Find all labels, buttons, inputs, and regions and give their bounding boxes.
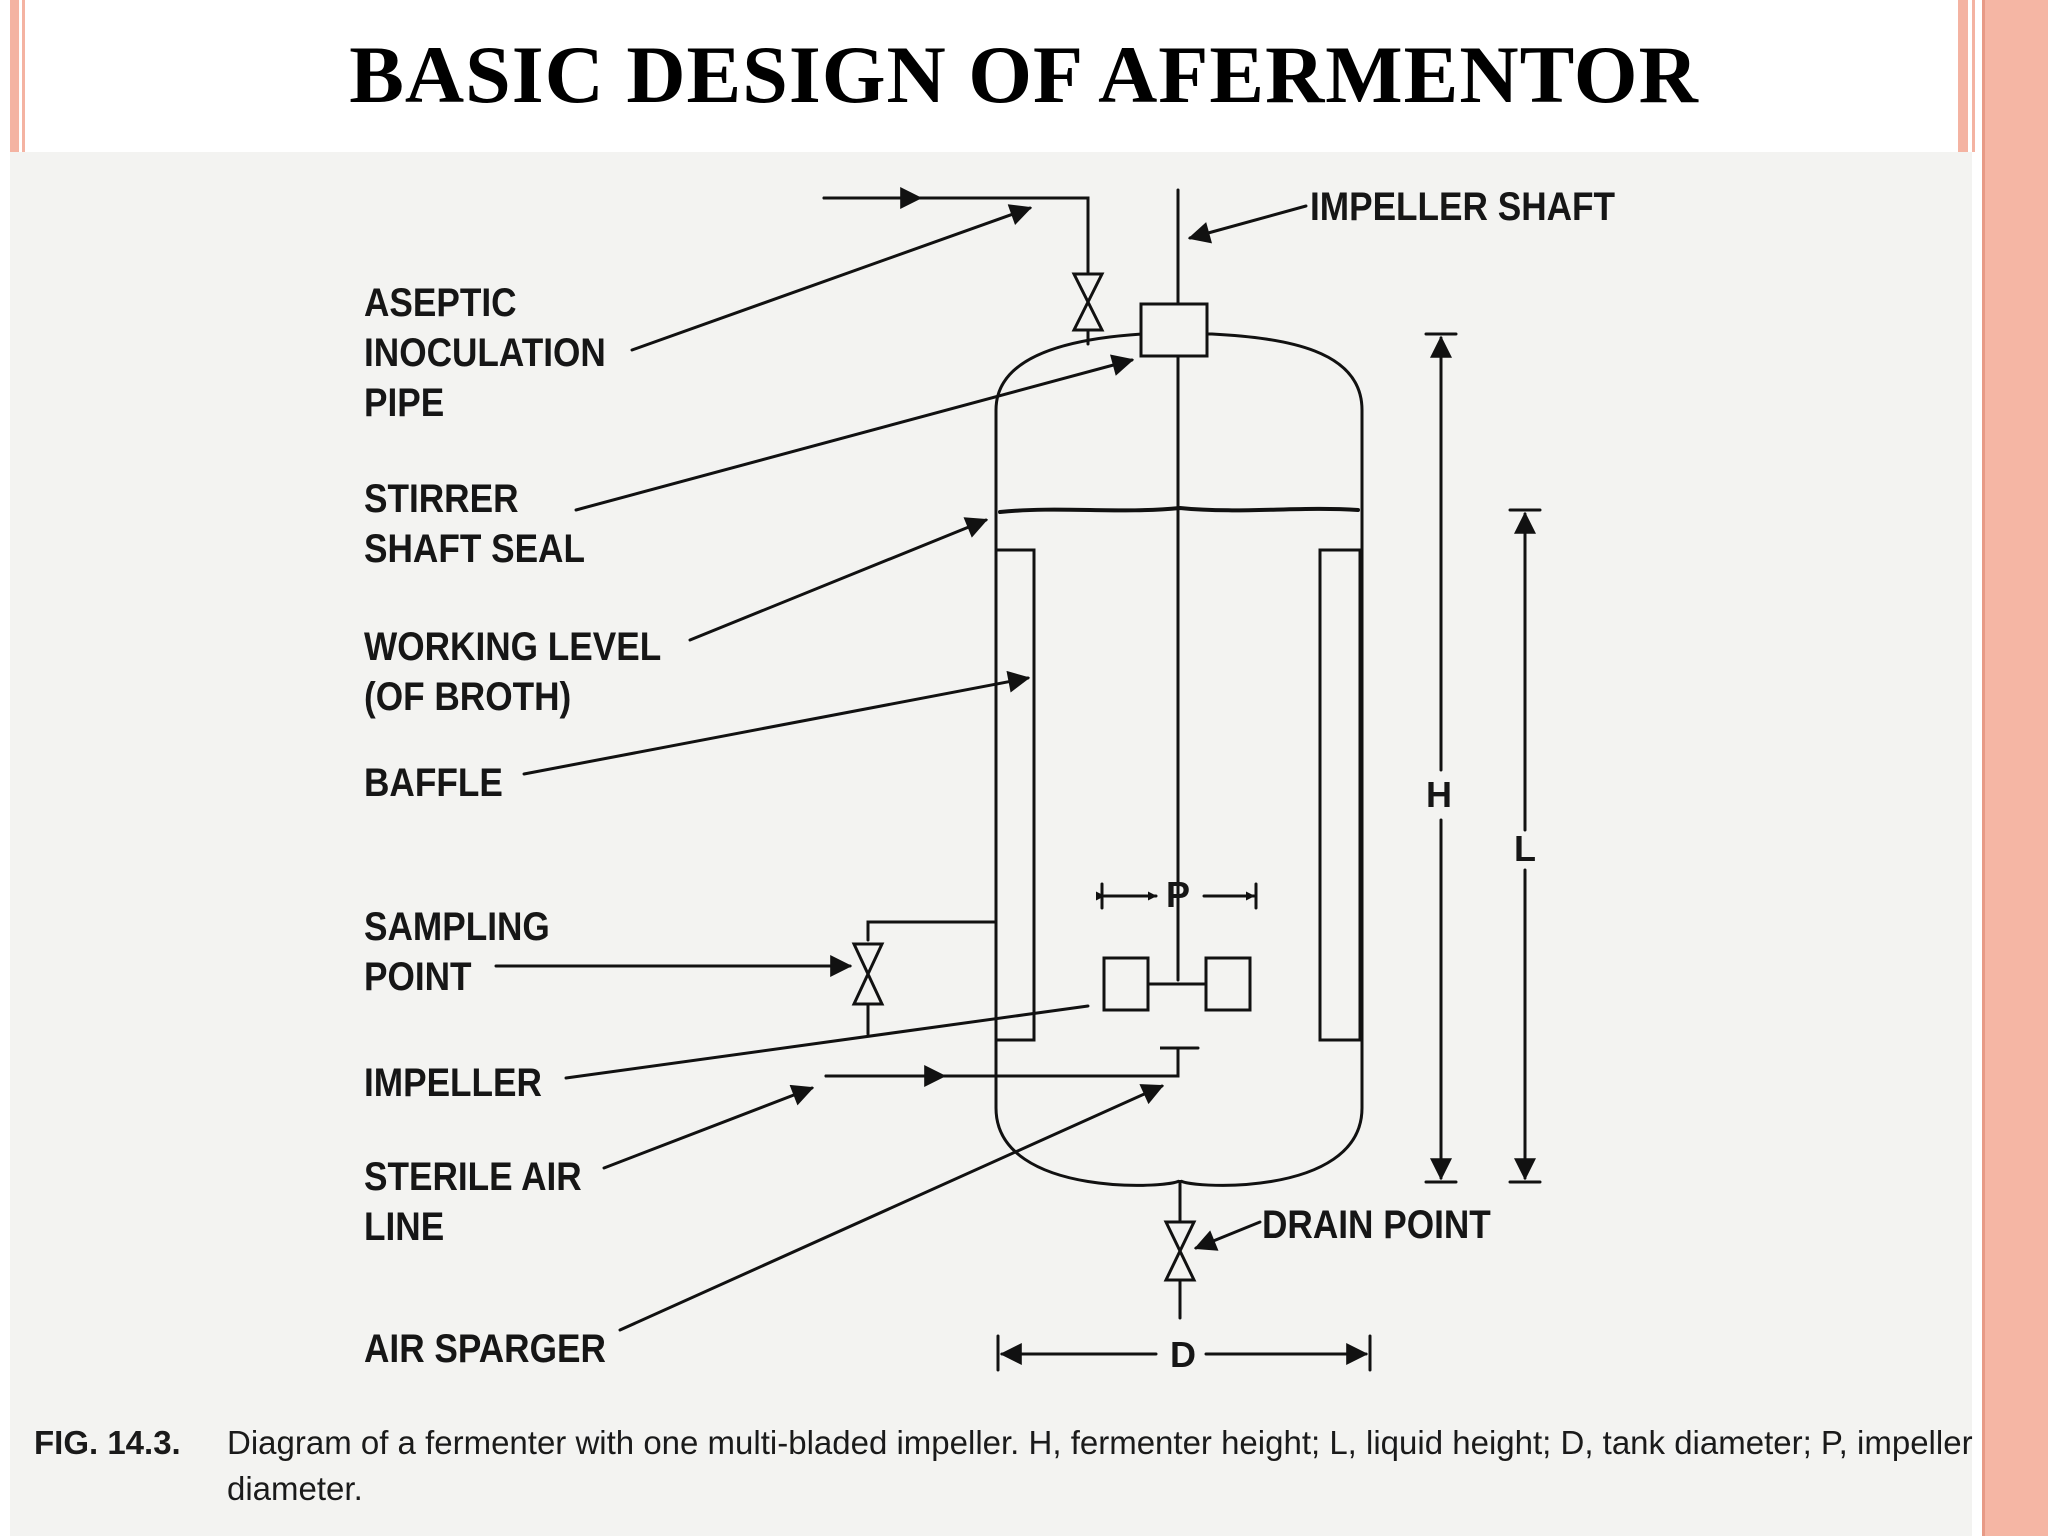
slide-frame-right: [1958, 0, 1968, 152]
leader-shaft: [1187, 204, 1308, 244]
slide-frame-right-thin: [1972, 0, 1975, 152]
label-stirrer-shaft-seal: STIRRER SHAFT SEAL: [364, 477, 585, 571]
figure-image: [10, 152, 1972, 1536]
label-sampling-point: SAMPLING POINT: [364, 905, 550, 999]
air-sparger: [824, 1046, 1200, 1078]
label-air-sparger: AIR SPARGER: [364, 1327, 606, 1371]
leader-drain: [1193, 1220, 1262, 1251]
leader-sparger: [618, 1084, 1165, 1332]
leader-baffle: [522, 670, 1031, 776]
label-impeller: IMPELLER: [364, 1061, 542, 1105]
vessel-body: [994, 332, 1364, 1187]
slide-side-band: [1982, 0, 2048, 1536]
sampling-pipe: [866, 920, 998, 942]
working-level-line: [998, 505, 1360, 514]
slide-frame-left: [10, 0, 19, 152]
figure-caption-text: Diagram of a fermenter with one multi-bl…: [227, 1424, 1973, 1507]
label-impeller-shaft: IMPELLER SHAFT: [1310, 185, 1616, 229]
leader-sterile-air: [602, 1084, 815, 1170]
sampling-valve: [851, 942, 885, 1006]
leader-working-level: [688, 517, 989, 642]
leader-aseptic: [630, 204, 1033, 352]
dimension-l: L: [1514, 828, 1536, 869]
figure-number: FIG. 14.3.: [34, 1424, 181, 1461]
leader-seal: [574, 354, 1135, 512]
slide-side-band-edge: [1982, 0, 1985, 1536]
label-drain-point: DRAIN POINT: [1262, 1203, 1491, 1247]
dimension-d: D: [1170, 1334, 1196, 1375]
baffle-left: [994, 548, 1036, 1042]
baffle-right: [1318, 548, 1362, 1042]
dimension-h: H: [1426, 774, 1452, 815]
label-aseptic-inoculation-pipe: ASEPTIC INOCULATION PIPE: [364, 281, 606, 425]
impeller-blade-right: [1204, 956, 1252, 1012]
drain-valve: [1163, 1220, 1197, 1282]
impeller-blade-left: [1102, 956, 1150, 1012]
leader-impeller: [564, 1004, 1090, 1080]
slide-frame-left-thin: [22, 0, 25, 152]
label-sterile-air-line: STERILE AIR LINE: [364, 1155, 582, 1249]
label-baffle: BAFFLE: [364, 761, 503, 805]
shaft-seal: [1139, 302, 1209, 358]
label-working-level: WORKING LEVEL (OF BROTH): [364, 625, 662, 719]
dimension-p: P: [1166, 874, 1191, 915]
slide-title: BASIC DESIGN OF AFERMENTOR: [349, 29, 1699, 120]
